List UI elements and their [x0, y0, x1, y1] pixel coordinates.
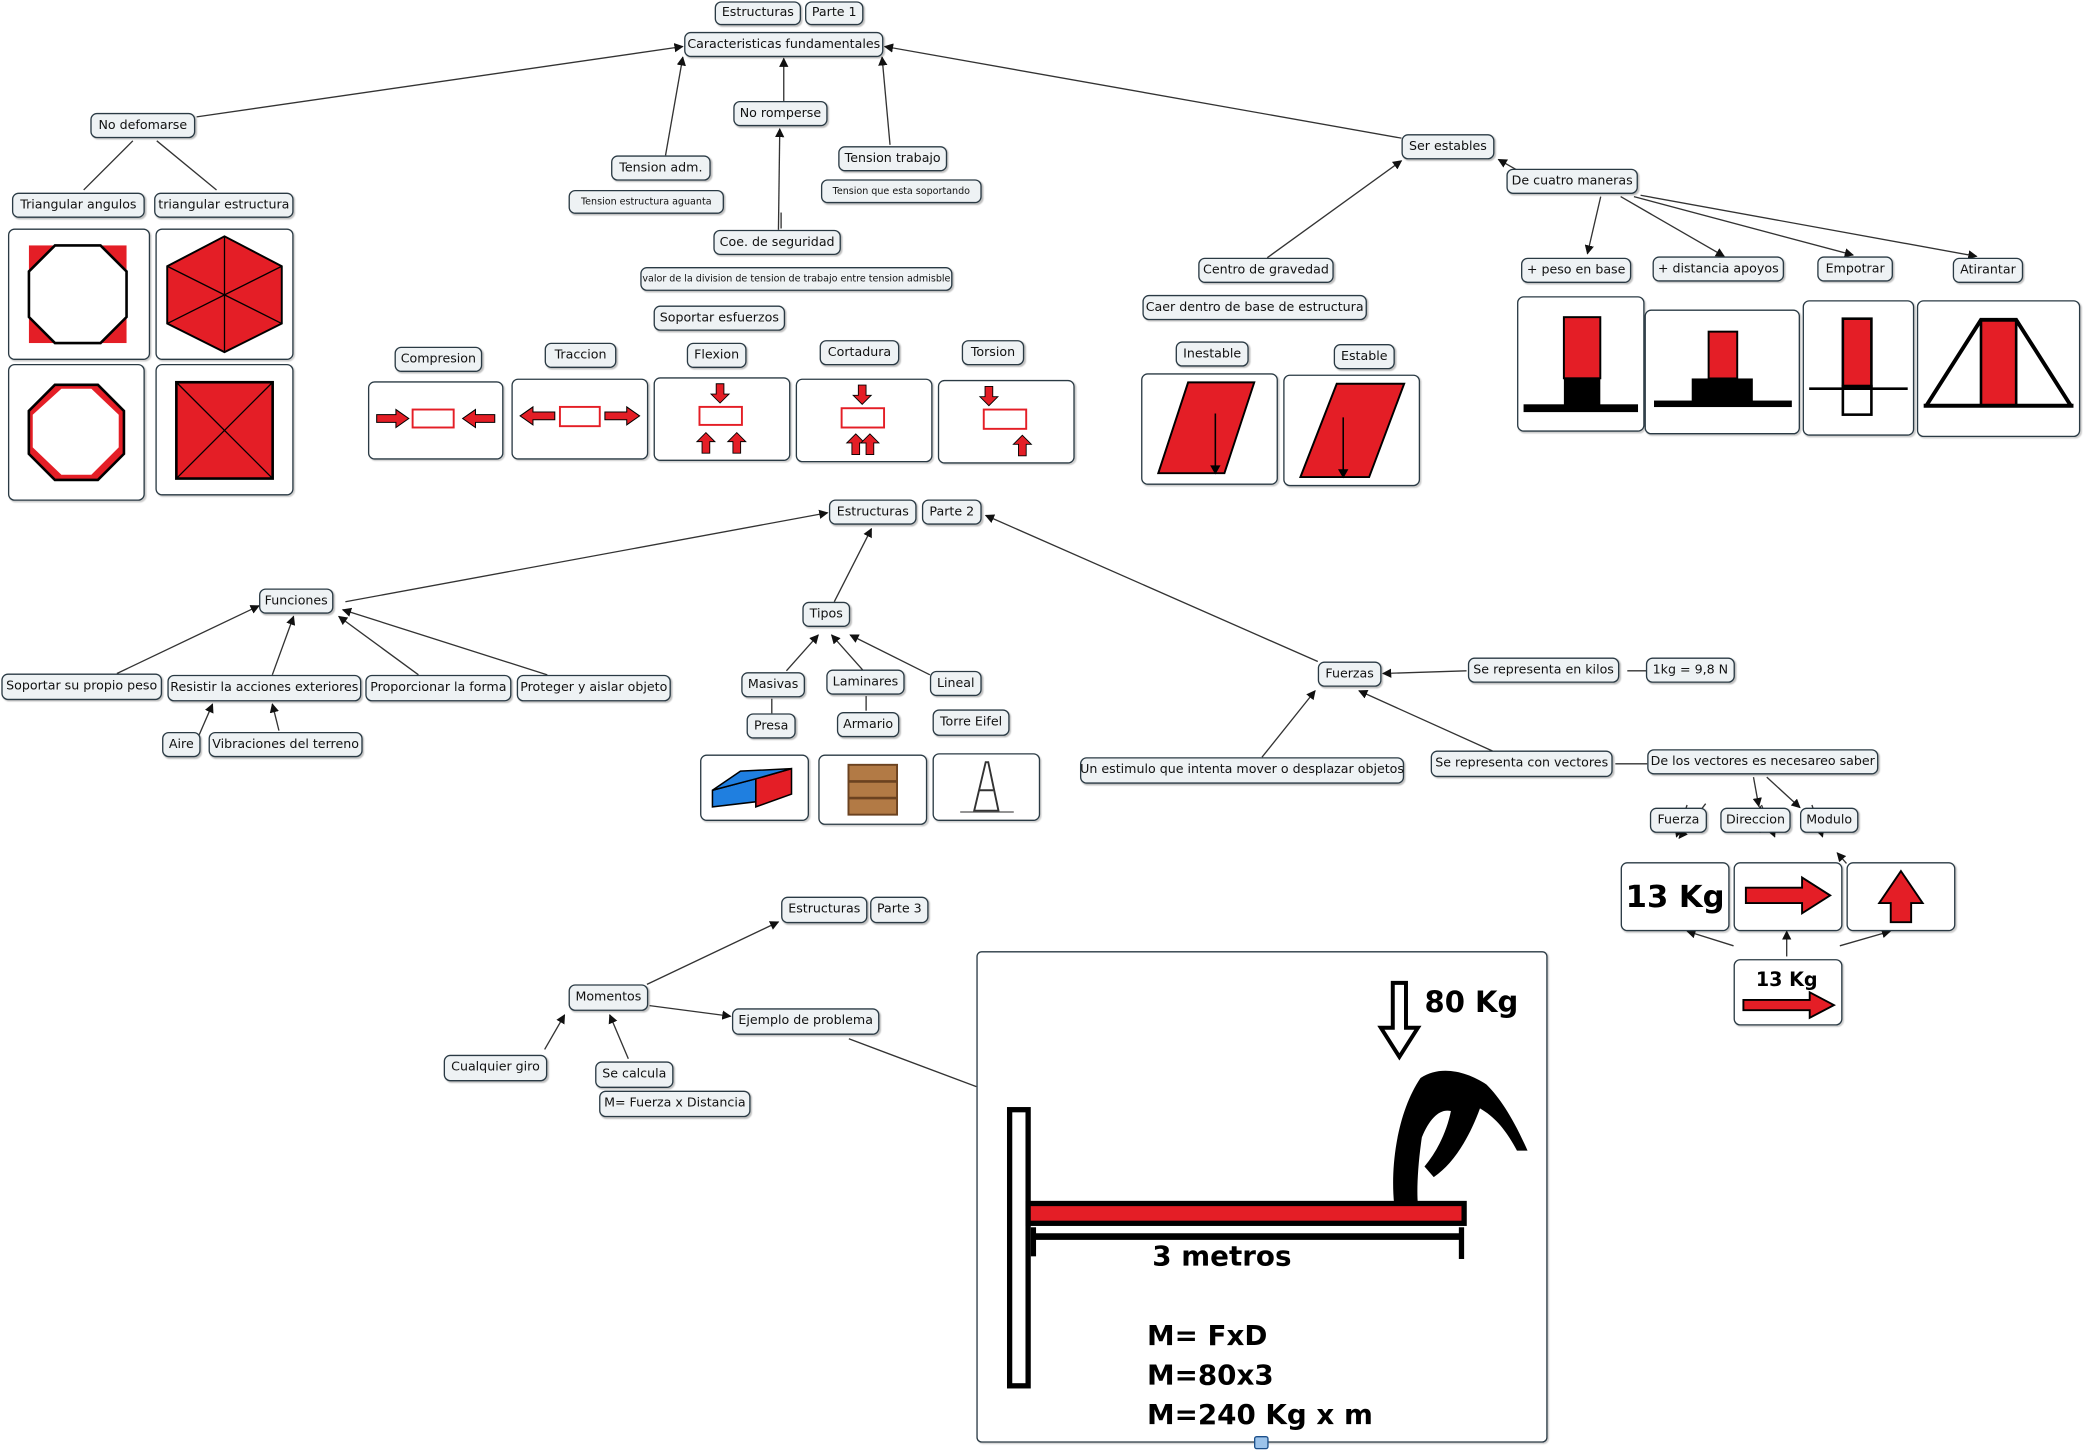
- node-atirantar[interactable]: Atirantar: [1952, 257, 2024, 283]
- empotrar-image[interactable]: [1802, 300, 1915, 436]
- node-ser-estables[interactable]: Ser estables: [1401, 134, 1495, 160]
- part3-badge[interactable]: Parte 3: [870, 896, 929, 924]
- node-vector-direccion[interactable]: Direccion: [1720, 807, 1791, 833]
- node-fuerzas[interactable]: Fuerzas: [1317, 661, 1382, 687]
- inestable-image[interactable]: [1141, 373, 1278, 485]
- node-no-deformarse[interactable]: No defomarse: [90, 112, 196, 139]
- node-kilos[interactable]: Se representa en kilos: [1467, 657, 1620, 683]
- octagon-triangulated-image[interactable]: [7, 228, 151, 360]
- node-compresion[interactable]: Compresion: [394, 346, 483, 372]
- example-line-3: M=240 Kg x m: [1147, 1398, 1373, 1431]
- node-vector-fuerza[interactable]: Fuerza: [1649, 807, 1707, 833]
- example-problem-image[interactable]: 80 Kg 3 metros M= FxD M=80x3 M=240 Kg x …: [976, 951, 1548, 1443]
- node-aire[interactable]: Aire: [162, 731, 201, 758]
- node-peso-en-base[interactable]: + peso en base: [1521, 257, 1632, 283]
- node-coe-desc[interactable]: valor de la division de tension de traba…: [640, 267, 953, 291]
- node-flexion[interactable]: Flexion: [686, 342, 747, 368]
- node-momentos[interactable]: Momentos: [568, 984, 649, 1011]
- part1-title[interactable]: Estructuras: [714, 1, 802, 26]
- flexion-image[interactable]: [653, 377, 791, 461]
- node-proteger[interactable]: Proteger y aislar objeto: [516, 674, 671, 702]
- torre-eifel-image[interactable]: [932, 753, 1041, 821]
- part2-title[interactable]: Estructuras: [828, 499, 917, 525]
- node-traccion[interactable]: Traccion: [544, 342, 617, 368]
- example-line-1: M= FxD: [1147, 1319, 1267, 1352]
- example-line-2: M=80x3: [1147, 1359, 1274, 1392]
- node-torsion[interactable]: Torsion: [961, 340, 1025, 366]
- square-cross-image[interactable]: [155, 363, 294, 496]
- node-cualquier-giro[interactable]: Cualquier giro: [443, 1054, 548, 1082]
- vector-fuerza-image[interactable]: 13 Kg: [1620, 862, 1730, 932]
- node-vibraciones[interactable]: Vibraciones del terreno: [208, 731, 363, 758]
- octagon-corners-image[interactable]: [7, 363, 145, 501]
- node-estable[interactable]: Estable: [1333, 344, 1395, 370]
- node-lineal[interactable]: Lineal: [929, 670, 982, 697]
- vector-combined-image[interactable]: 13 Kg: [1733, 959, 1843, 1026]
- node-caracteristicas[interactable]: Caracteristicas fundamentales: [684, 31, 884, 58]
- node-formula[interactable]: M= Fuerza x Distancia: [599, 1090, 751, 1118]
- node-distancia-apoyos[interactable]: + distancia apoyos: [1652, 256, 1785, 282]
- node-armario[interactable]: Armario: [836, 712, 900, 738]
- node-soportar-peso[interactable]: Soportar su propio peso: [1, 673, 163, 701]
- node-tension-adm[interactable]: Tension adm.: [611, 155, 711, 181]
- node-vector-modulo[interactable]: Modulo: [1799, 807, 1859, 833]
- cortadura-image[interactable]: [795, 378, 933, 463]
- presa-image[interactable]: [700, 754, 809, 821]
- peso-en-base-image[interactable]: [1517, 296, 1645, 432]
- image-attachment-icon[interactable]: [1254, 1436, 1269, 1450]
- node-vectores[interactable]: Se representa con vectores: [1430, 750, 1613, 778]
- distancia-apoyos-image[interactable]: [1644, 309, 1800, 435]
- part3-title[interactable]: Estructuras: [781, 896, 868, 924]
- node-empotrar[interactable]: Empotrar: [1817, 256, 1893, 282]
- node-tension-adm-desc[interactable]: Tension estructura aguanta: [568, 189, 724, 214]
- compresion-image[interactable]: [367, 381, 504, 460]
- node-resistir[interactable]: Resistir la acciones exteriores: [167, 674, 362, 702]
- node-torre-eifel[interactable]: Torre Eifel: [932, 709, 1010, 736]
- example-length-label: 3 metros: [1152, 1240, 1291, 1273]
- node-tension-trabajo[interactable]: Tension trabajo: [838, 146, 948, 172]
- node-masivas[interactable]: Masivas: [741, 672, 806, 698]
- vector-direccion-image[interactable]: [1733, 862, 1843, 932]
- hexagon-triangulated-image[interactable]: [155, 228, 294, 360]
- node-kg-equivalence[interactable]: 1kg = 9,8 N: [1645, 657, 1735, 683]
- traccion-image[interactable]: [511, 378, 649, 460]
- part2-badge[interactable]: Parte 2: [921, 499, 982, 525]
- vector-fuerza-label: 13 Kg: [1626, 880, 1725, 915]
- node-cortadura[interactable]: Cortadura: [819, 340, 900, 366]
- node-soportar-esfuerzos[interactable]: Soportar esfuerzos: [653, 305, 786, 331]
- node-estimulo[interactable]: Un estimulo que intenta mover o desplaza…: [1079, 757, 1405, 784]
- estable-image[interactable]: [1283, 374, 1421, 487]
- part1-badge[interactable]: Parte 1: [805, 1, 864, 26]
- node-centro-gravedad[interactable]: Centro de gravedad: [1198, 257, 1334, 283]
- vector-modulo-image[interactable]: [1846, 862, 1956, 932]
- node-inestable[interactable]: Inestable: [1175, 341, 1249, 367]
- node-caer-dentro[interactable]: Caer dentro de base de estructura: [1142, 294, 1367, 321]
- torsion-image[interactable]: [937, 379, 1075, 464]
- vector-combined-label: 13 Kg: [1756, 968, 1818, 991]
- node-vectores-saber[interactable]: De los vectores es necesareo saber: [1647, 749, 1879, 775]
- atirantar-image[interactable]: [1916, 300, 2081, 438]
- node-triangular-estructura[interactable]: triangular estructura: [154, 192, 294, 218]
- node-tipos[interactable]: Tipos: [802, 601, 851, 628]
- armario-image[interactable]: [818, 754, 928, 825]
- node-funciones[interactable]: Funciones: [259, 588, 334, 614]
- node-se-calcula[interactable]: Se calcula: [595, 1061, 674, 1088]
- example-load-label: 80 Kg: [1424, 985, 1518, 1019]
- node-proporcionar[interactable]: Proporcionar la forma: [365, 674, 512, 702]
- node-laminares[interactable]: Laminares: [826, 669, 905, 695]
- node-triangular-angulos[interactable]: Triangular angulos: [11, 192, 145, 218]
- node-no-romperse[interactable]: No romperse: [733, 100, 828, 127]
- node-presa[interactable]: Presa: [746, 713, 796, 739]
- node-tension-trabajo-desc[interactable]: Tension que esta soportando: [820, 179, 982, 204]
- node-ejemplo[interactable]: Ejemplo de problema: [731, 1008, 880, 1035]
- node-de-cuatro-maneras[interactable]: De cuatro maneras: [1506, 168, 1638, 194]
- node-coe-seguridad[interactable]: Coe. de seguridad: [713, 229, 841, 256]
